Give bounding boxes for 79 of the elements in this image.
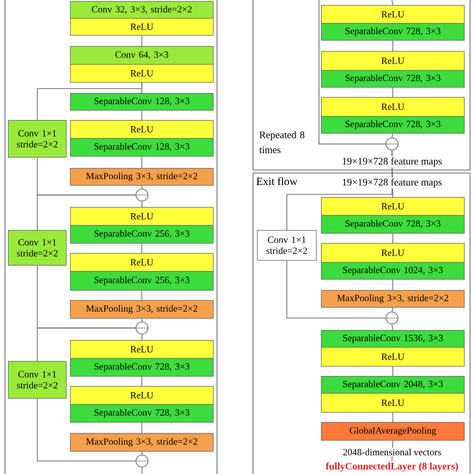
connector-line	[286, 260, 386, 318]
conv-box: Conv 32, 3×3, stride=2×2	[70, 1, 214, 19]
separable-conv-box: SeparableConv 256, 3×3	[70, 225, 214, 244]
conv-box: Conv 64, 3×3	[70, 46, 214, 65]
addition-circle	[135, 188, 149, 202]
relu-box: ReLU	[321, 97, 465, 117]
separable-conv-box: SeparableConv 128, 3×3	[70, 138, 214, 157]
relu-box: ReLU	[70, 18, 214, 36]
connector-line	[141, 422, 142, 434]
relu-box: ReLU	[70, 253, 214, 272]
relu-box: ReLU	[321, 51, 465, 71]
connector-line	[392, 87, 394, 98]
separable-conv-box: SeparableConv 728, 3×3	[321, 23, 465, 41]
connector-line	[318, 0, 386, 144]
relu-box: ReLU	[321, 393, 465, 413]
panel-frame	[252, 0, 470, 170]
separable-conv-box: SeparableConv 728, 3×3	[321, 70, 465, 88]
separable-conv-box: SeparableConv 728, 3×3	[321, 215, 465, 234]
relu-box: ReLU	[321, 197, 465, 216]
connector-line	[141, 35, 142, 46]
conv-box: Conv 1×1 stride=2×2	[8, 361, 67, 399]
separable-conv-box: SeparableConv 256, 3×3	[70, 271, 214, 291]
separable-conv-box: SeparableConv 728, 3×3	[321, 116, 465, 134]
connector-line	[141, 243, 142, 254]
conv-box: Conv 1×1 stride=2×2	[257, 230, 317, 261]
edge-label: 2048-dimensional vectors	[342, 448, 442, 456]
addition-circle	[385, 138, 399, 150]
connector-line	[141, 376, 142, 386]
connector-line	[141, 110, 142, 120]
connector-line	[141, 318, 142, 322]
max-pooling-box: MaxPooling 3×3, stride=2×2	[70, 300, 214, 319]
connector-line	[36, 328, 136, 362]
conv-box: Conv 1×1 stride=2×2	[8, 120, 67, 158]
separable-conv-box: SeparableConv 728, 3×3	[70, 404, 214, 423]
connector-line	[392, 0, 394, 6]
connector-line	[141, 334, 142, 340]
global-pooling-box: GlobalAveragePooling	[321, 422, 465, 441]
addition-circle	[135, 322, 149, 334]
addition-circle	[135, 454, 149, 468]
relu-box: ReLU	[321, 5, 465, 24]
connector-line	[392, 279, 394, 290]
connector-line	[392, 133, 394, 138]
connector-line	[392, 412, 394, 422]
connector-line	[141, 201, 142, 208]
relu-box: ReLU	[70, 120, 214, 139]
connector-line	[392, 40, 394, 52]
layer-label: fullyConnectedLayer (8 layers)	[326, 462, 458, 472]
conv-box: Conv 1×1 stride=2×2	[8, 230, 67, 266]
connector-line	[286, 150, 392, 230]
addition-circle	[385, 312, 399, 324]
separable-conv-box: SeparableConv 2048, 3×3	[321, 376, 465, 394]
separable-conv-box: SeparableConv 1024, 3×3	[321, 262, 465, 280]
max-pooling-box: MaxPooling 3×3, stride=2×2	[321, 290, 465, 308]
connector-line	[36, 82, 142, 120]
separable-conv-box: SeparableConv 128, 3×3	[70, 93, 214, 111]
max-pooling-box: MaxPooling 3×3, stride=2×2	[70, 433, 214, 452]
panel-frame	[4, 0, 218, 474]
connector-line	[36, 194, 136, 230]
relu-box: ReLU	[321, 347, 465, 367]
repeat-note: Repeated 8 times	[259, 131, 304, 154]
connector-line	[141, 451, 142, 455]
feature-map-label: 19×19×728 feature maps	[340, 156, 444, 168]
relu-box: ReLU	[70, 386, 214, 405]
connector-line	[36, 398, 136, 462]
relu-box: ReLU	[70, 64, 214, 83]
feature-map-label: 19×19×728 feature maps	[340, 177, 444, 189]
connector-line	[392, 307, 394, 312]
relu-box: ReLU	[70, 340, 214, 359]
connector-line	[392, 233, 394, 244]
connector-line	[392, 324, 394, 330]
separable-conv-box: SeparableConv 1536, 3×3	[321, 330, 465, 348]
max-pooling-box: MaxPooling 3×3, stride=2×2	[70, 168, 214, 186]
connector-line	[141, 156, 142, 168]
relu-box: ReLU	[70, 207, 214, 226]
connector-line	[141, 185, 142, 189]
connector-line	[141, 290, 142, 300]
separable-conv-box: SeparableConv 728, 3×3	[70, 358, 214, 377]
connector-line	[392, 366, 394, 376]
relu-box: ReLU	[321, 243, 465, 263]
